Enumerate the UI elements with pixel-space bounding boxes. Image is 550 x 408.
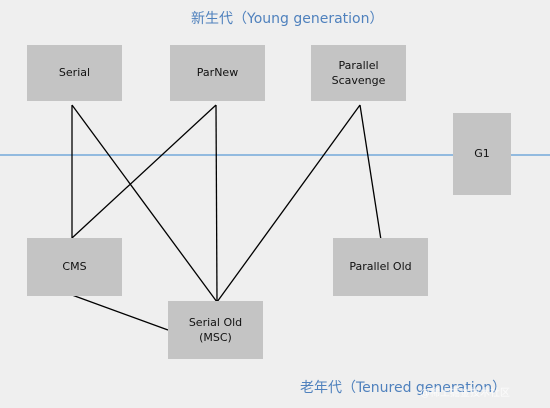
parallel-old-label: Parallel Old [349, 260, 412, 274]
watermark: @稀土掘金技术社区 [420, 388, 510, 399]
parallel-old-node[interactable]: Parallel Old [333, 238, 428, 296]
g1-node[interactable]: G1 [453, 113, 511, 195]
parnew-label: ParNew [196, 66, 239, 80]
serial-old-node[interactable]: Serial Old (MSC) [168, 301, 263, 359]
parallel-scavenge-node[interactable]: Parallel Scavenge [311, 45, 406, 101]
cms-node[interactable]: CMS [27, 238, 122, 296]
parallel-scavenge-label: Parallel Scavenge [331, 58, 386, 87]
serial-label: Serial [58, 66, 91, 80]
serial-node[interactable]: Serial [27, 45, 122, 101]
edge-group [71, 104, 382, 331]
edge-serial-to-serial-old [71, 104, 218, 303]
serial-old-label: Serial Old (MSC) [188, 315, 243, 344]
edge-parnew-to-serial-old [215, 104, 218, 303]
g1-label: G1 [474, 147, 490, 161]
edge-cms-to-serial-old [71, 294, 169, 331]
parnew-node[interactable]: ParNew [170, 45, 265, 101]
cms-label: CMS [62, 260, 87, 274]
young-generation-title: 新生代（Young generation） [191, 11, 384, 27]
edge-parnew-to-cms [71, 104, 217, 239]
edge-parallel-scavenge-to-serial-old [216, 104, 361, 303]
edge-parallel-scavenge-to-parallel-old [359, 104, 382, 241]
old-generation-title: 老年代（Tenured generation） [300, 380, 507, 396]
